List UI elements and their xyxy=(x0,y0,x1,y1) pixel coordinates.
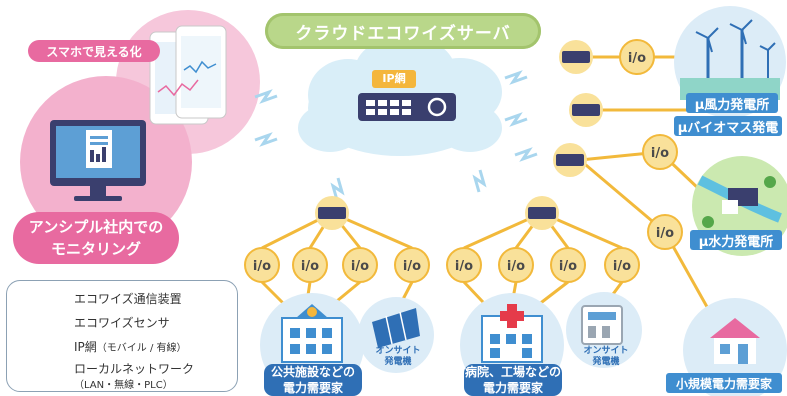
legend-box xyxy=(6,280,238,392)
onsite-generator-1-icon xyxy=(358,297,434,373)
cloud-server-title: クラウドエコワイズサーバ xyxy=(265,13,541,49)
right-sensor-3: i/o xyxy=(647,214,683,250)
svg-text:i/o: i/o xyxy=(253,259,271,274)
biomass-label: μバイオマス発電 xyxy=(674,116,782,136)
legend-local-label: ローカルネットワーク xyxy=(74,362,195,376)
svg-text:i/o: i/o xyxy=(403,259,421,274)
right-sensor-2: i/o xyxy=(642,134,678,170)
hospital-comm-device xyxy=(525,196,559,230)
right-comm-device-3 xyxy=(553,143,587,177)
svg-text:i/o: i/o xyxy=(351,259,369,274)
svg-text:i/o: i/o xyxy=(559,259,577,274)
svg-text:i/o: i/o xyxy=(656,226,674,241)
hospital-sensor-4: i/o xyxy=(604,247,640,283)
smartphone-label: スマホで見える化 xyxy=(28,40,160,62)
onsite-generator-1-label: オンサイト 発電機 xyxy=(375,346,421,367)
svg-text:i/o: i/o xyxy=(613,259,631,274)
smartphone-icon xyxy=(149,25,227,125)
svg-text:i/o: i/o xyxy=(507,259,525,274)
cloud-server-icon xyxy=(358,93,456,121)
svg-text:i/o: i/o xyxy=(651,146,669,161)
small-consumer-house-icon xyxy=(683,298,787,396)
public-sensor-2: i/o xyxy=(292,247,328,283)
right-comm-device-1 xyxy=(559,40,593,74)
legend-ipnet-label: IP網（モバイル / 有線） xyxy=(74,340,187,354)
hydro-label: μ水力発電所 xyxy=(690,230,782,250)
legend-local-sublabel: （LAN・無線・PLC） xyxy=(74,380,173,391)
wind-farm-label: μ風力発電所 xyxy=(686,93,778,113)
right-comm-device-2 xyxy=(569,93,603,127)
public-sensor-3: i/o xyxy=(342,247,378,283)
svg-text:i/o: i/o xyxy=(301,259,319,274)
public-comm-device xyxy=(315,196,349,230)
onsite-generator-2-label: オンサイト 発電機 xyxy=(583,346,629,367)
right-sensor-1: i/o xyxy=(619,39,655,75)
ip-signal-lines xyxy=(254,70,538,201)
legend-device-label: エコワイズ通信装置 xyxy=(74,292,182,306)
cloud-icon xyxy=(298,36,502,156)
svg-text:i/o: i/o xyxy=(628,51,646,66)
onsite-generator-2-icon xyxy=(566,292,642,368)
hospital-sensor-1: i/o xyxy=(446,247,482,283)
ip-net-label: IP網 xyxy=(382,72,406,85)
svg-text:i/o: i/o xyxy=(455,259,473,274)
public-sensor-4: i/o xyxy=(394,247,430,283)
small-consumer-label: 小規模電力需要家 xyxy=(666,373,782,393)
monitoring-label: アンシプル社内での モニタリング xyxy=(13,212,179,264)
hospital-sensor-2: i/o xyxy=(498,247,534,283)
public-facility-label: 公共施設などの 電力需要家 xyxy=(264,364,362,396)
hospital-sensor-3: i/o xyxy=(550,247,586,283)
legend-sensor-label: エコワイズセンサ xyxy=(74,316,170,330)
ip-net-badge xyxy=(372,70,416,88)
monitor-icon xyxy=(50,120,146,201)
hospital-label: 病院、工場などの 電力需要家 xyxy=(464,364,562,396)
public-sensor-1: i/o xyxy=(244,247,280,283)
